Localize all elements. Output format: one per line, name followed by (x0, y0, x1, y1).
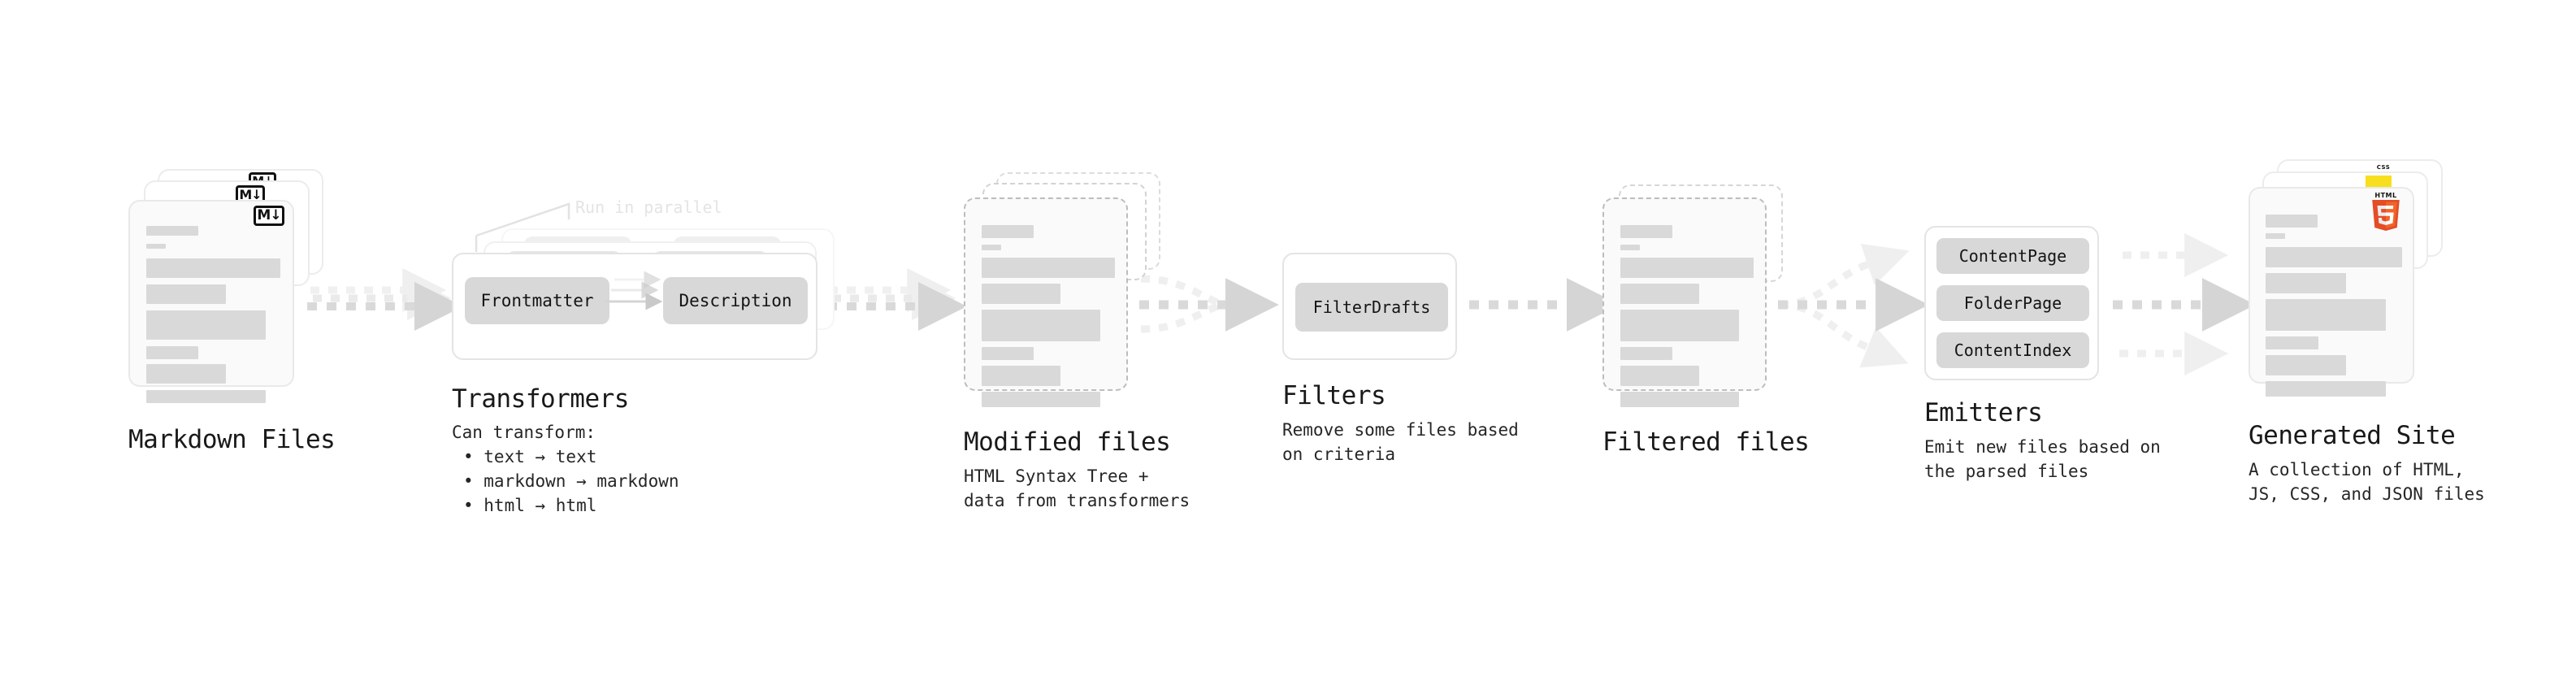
skeleton-line (146, 226, 198, 236)
skeleton-line (146, 364, 226, 384)
emitters-title: Emitters (1924, 398, 2043, 427)
chip-folderpage[interactable]: FolderPage (1936, 285, 2089, 321)
chip-contentindex[interactable]: ContentIndex (1936, 332, 2089, 368)
emitters-desc: Emit new files based on the parsed files (1924, 437, 2161, 481)
skeleton-line (2266, 299, 2386, 331)
arrow-markdown-to-transformers (307, 268, 463, 331)
filtered-card-front (1602, 197, 1767, 407)
skeleton-line (146, 258, 280, 278)
skeleton-line (982, 392, 1100, 407)
skeleton-line (1620, 310, 1739, 341)
skeleton-line (2266, 336, 2318, 349)
skeleton-line (2266, 355, 2346, 375)
arrow-filtered-to-emitters (1778, 243, 1929, 368)
markdown-badge-text: M↓ (239, 186, 262, 202)
skeleton-line (982, 225, 1034, 238)
skeleton-line (146, 244, 166, 249)
skeleton-line (2266, 381, 2386, 397)
filtered-files-title: Filtered files (1602, 427, 1810, 457)
skeleton-line (2266, 215, 2318, 228)
chip-frontmatter[interactable]: Frontmatter (465, 277, 609, 324)
transformers-bullets: • text → text • markdown → markdown • ht… (463, 447, 679, 515)
markdown-card-front (128, 200, 294, 403)
skeleton-line (2266, 247, 2402, 267)
filters-title: Filters (1282, 381, 1386, 410)
html5-badge-wordmark: HTML (2374, 192, 2397, 199)
skeleton-line (1620, 245, 1640, 250)
skeleton-line (146, 284, 226, 304)
emitters-group-box: ContentPage FolderPage ContentIndex (1924, 226, 2099, 380)
chip-filterdrafts[interactable]: FilterDrafts (1295, 283, 1448, 332)
skeleton-line (2266, 273, 2346, 293)
run-in-parallel-label: Run in parallel (575, 197, 722, 217)
transformers-title: Transformers (452, 384, 629, 414)
skeleton-line (982, 366, 1060, 386)
skeleton-line (146, 346, 198, 359)
skeleton-line (1620, 392, 1739, 407)
skeleton-line (982, 310, 1100, 341)
generated-site-desc: A collection of HTML, JS, CSS, and JSON … (2249, 460, 2485, 504)
filters-desc: Remove some files based on criteria (1282, 420, 1519, 464)
transformer-group-main: Frontmatter Description (452, 253, 817, 360)
skeleton-line (982, 258, 1115, 278)
markdown-files-title: Markdown Files (128, 425, 336, 454)
modified-files-desc: HTML Syntax Tree + data from transformer… (964, 466, 1190, 510)
chip-description[interactable]: Description (663, 277, 808, 324)
skeleton-line (146, 390, 266, 403)
skeleton-line (1620, 347, 1672, 360)
skeleton-line (1620, 258, 1754, 278)
skeleton-line (146, 310, 266, 340)
skeleton-line (982, 284, 1060, 304)
arrow-modified-to-filters (1139, 275, 1279, 333)
skeleton-line (982, 347, 1034, 360)
generated-site-title: Generated Site (2249, 421, 2456, 450)
markdown-badge-text: M↓ (257, 207, 281, 223)
filters-group-box: FilterDrafts (1282, 253, 1457, 360)
chip-contentpage[interactable]: ContentPage (1936, 238, 2089, 274)
transformers-desc: Can transform: (452, 423, 596, 442)
skeleton-line (982, 245, 1001, 250)
skeleton-line (1620, 284, 1699, 304)
modified-card-front (964, 197, 1128, 407)
modified-files-title: Modified files (964, 427, 1171, 457)
arrow-emitters-to-site (2113, 233, 2256, 375)
arrow-transformers-to-modified (827, 268, 967, 331)
skeleton-line (1620, 366, 1699, 386)
skeleton-line (2266, 233, 2285, 239)
html5-badge-icon: HTML (2370, 192, 2401, 231)
skeleton-line (1620, 225, 1672, 238)
markdown-badge-icon: M↓ (254, 206, 284, 226)
